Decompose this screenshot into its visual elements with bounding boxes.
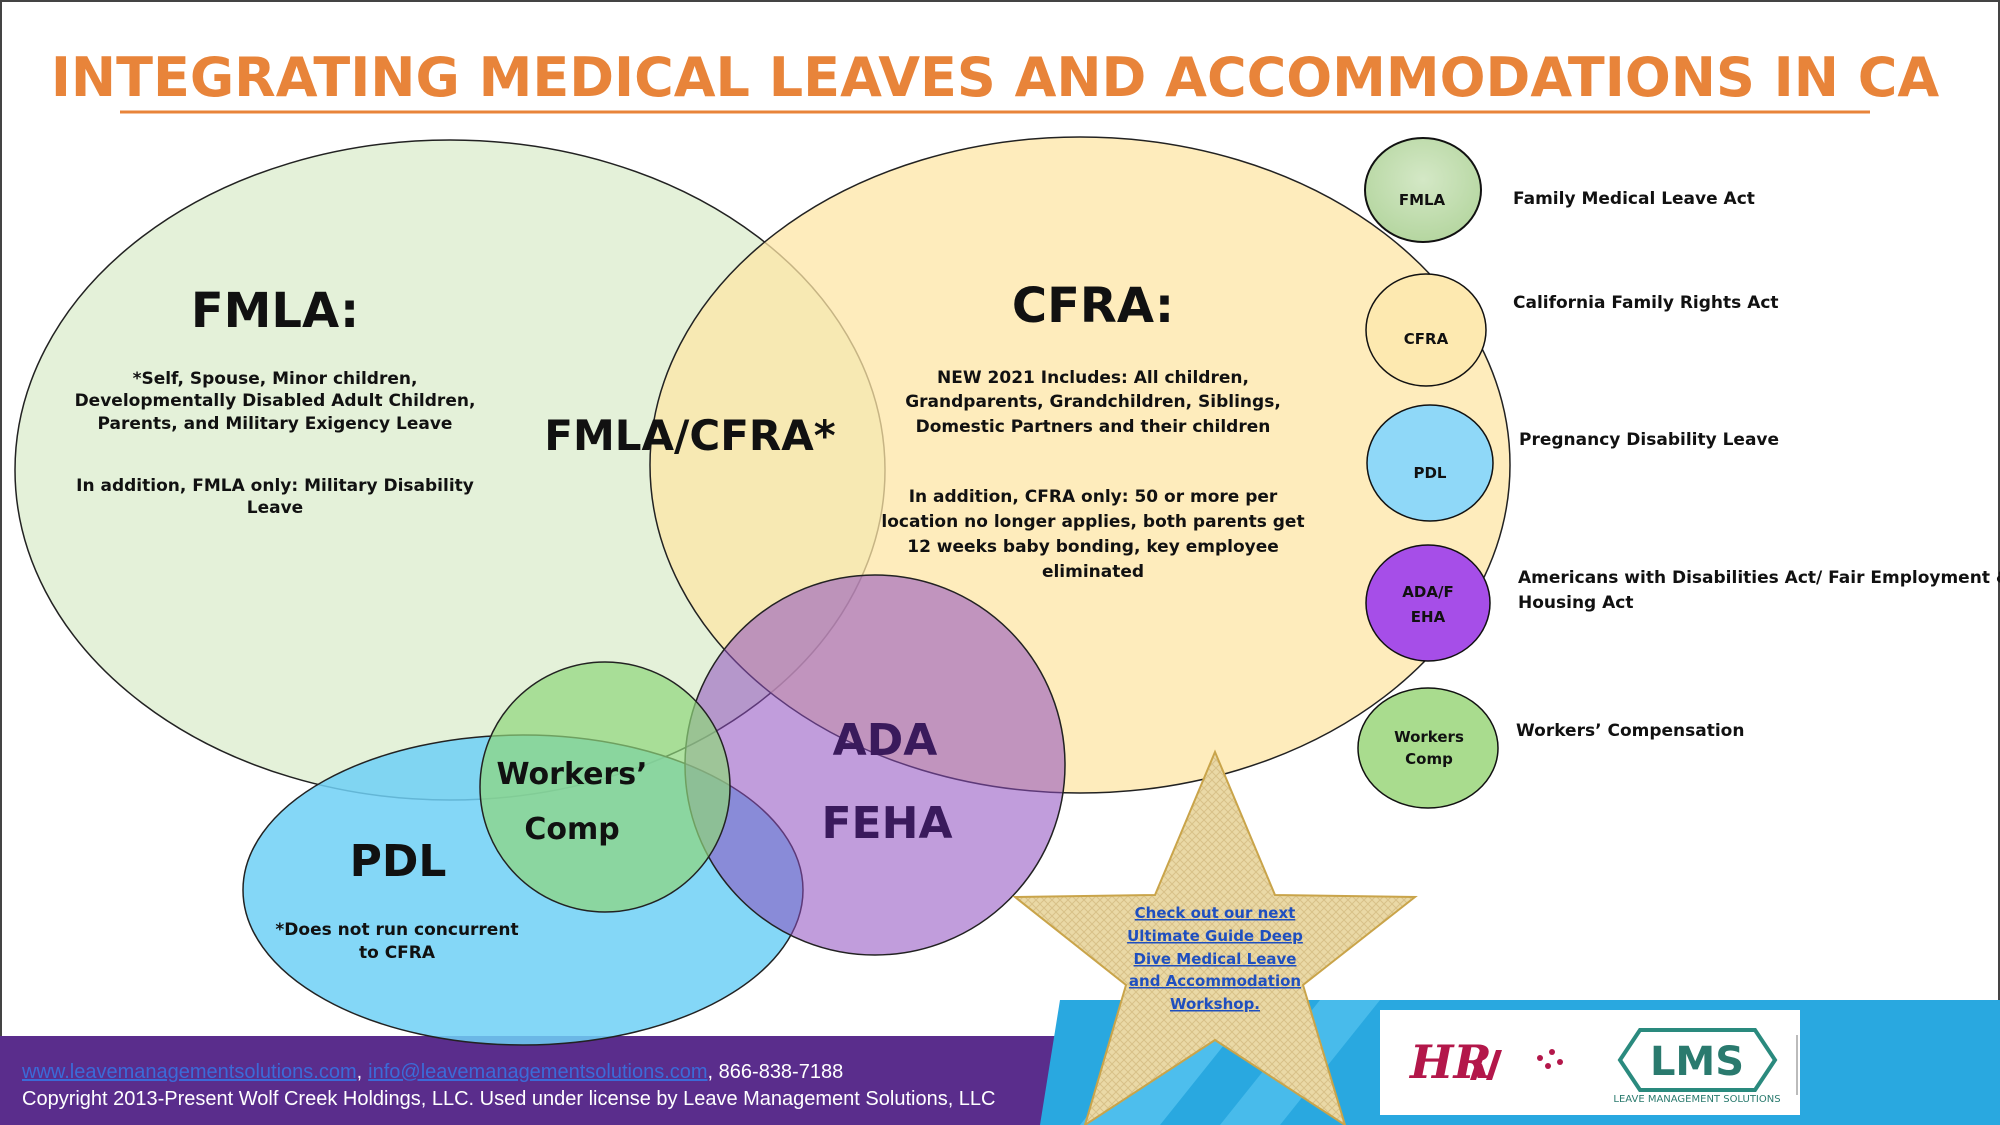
- lms-logo-subtitle: LEAVE MANAGEMENT SOLUTIONS: [1613, 1094, 1780, 1105]
- pdl-heading: PDL: [350, 836, 447, 887]
- lms-logo: LMS LEAVE MANAGEMENT SOLUTIONS: [1613, 1028, 1781, 1105]
- legend-pdl-abbr: PDL: [1413, 464, 1446, 482]
- ada-label: ADA: [833, 715, 938, 766]
- legend-workers-abbr-2: Comp: [1405, 750, 1453, 768]
- legend-workers-abbr-1: Workers: [1394, 728, 1464, 746]
- lms-logo-text: LMS: [1650, 1039, 1744, 1085]
- legend-workers-circle: [1357, 687, 1499, 809]
- fmla-heading: FMLA:: [191, 283, 359, 339]
- fmla-text-3: Parents, and Military Exigency Leave: [98, 414, 453, 434]
- email-link[interactable]: info@leavemanagementsolutions.com: [368, 1061, 707, 1083]
- pdl-note-1: *Does not run concurrent: [275, 920, 518, 940]
- workshop-link-3[interactable]: Dive Medical Leave: [1134, 950, 1297, 968]
- cfra-text-6: 12 weeks baby bonding, key employee: [907, 537, 1279, 557]
- workshop-link-2[interactable]: Ultimate Guide Deep: [1127, 927, 1303, 945]
- website-link[interactable]: www.leavemanagementsolutions.com: [21, 1061, 357, 1083]
- legend-ada-label-1: Americans with Disabilities Act/ Fair Em…: [1518, 568, 2000, 588]
- phone-number: , 866-838-7188: [708, 1061, 844, 1083]
- fmla-text-2: Developmentally Disabled Adult Children,: [75, 391, 476, 411]
- fmla-text-5: Leave: [247, 498, 303, 518]
- cfra-text-3: Domestic Partners and their children: [916, 417, 1271, 437]
- workshop-link-4[interactable]: and Accommodation: [1129, 972, 1301, 990]
- workshop-star[interactable]: Check out our next Ultimate Guide Deep D…: [1012, 749, 1418, 1125]
- footer-contact: www.leavemanagementsolutions.com,info@le…: [21, 1061, 843, 1083]
- star-icon: [1012, 749, 1418, 1125]
- fmla-text-4: In addition, FMLA only: Military Disabil…: [76, 476, 474, 496]
- legend-fmla-circle: [1364, 137, 1482, 243]
- page-title: INTEGRATING MEDICAL LEAVES AND ACCOMMODA…: [51, 46, 1940, 109]
- legend-cfra-abbr: CFRA: [1404, 330, 1449, 348]
- legend: FMLA Family Medical Leave Act CFRA Calif…: [1357, 137, 2000, 809]
- cfra-text-4: In addition, CFRA only: 50 or more per: [909, 487, 1278, 507]
- cfra-text-5: location no longer applies, both parents…: [881, 512, 1304, 532]
- legend-fmla-label: Family Medical Leave Act: [1513, 189, 1755, 209]
- legend-ada-label-2: Housing Act: [1518, 593, 1634, 613]
- legend-ada-circle: [1365, 544, 1491, 662]
- cfra-text-7: eliminated: [1042, 562, 1144, 582]
- workshop-link-5[interactable]: Workshop.: [1170, 995, 1260, 1013]
- workers-comp-circle: [479, 661, 731, 913]
- legend-cfra-circle: [1365, 273, 1487, 387]
- hr-logo: HR: [1408, 1035, 1563, 1089]
- legend-workers-label: Workers’ Compensation: [1516, 721, 1744, 741]
- cfra-text-1: NEW 2021 Includes: All children,: [937, 368, 1249, 388]
- legend-fmla-abbr: FMLA: [1399, 191, 1446, 209]
- workshop-link-1[interactable]: Check out our next: [1135, 904, 1296, 922]
- fmla-text-1: *Self, Spouse, Minor children,: [133, 369, 418, 389]
- legend-cfra-label: California Family Rights Act: [1513, 293, 1779, 313]
- feha-label: FEHA: [822, 798, 953, 849]
- copyright: Copyright 2013-Present Wolf Creek Holdin…: [22, 1088, 996, 1110]
- legend-ada-abbr-2: EHA: [1411, 608, 1446, 626]
- fmla-cfra-overlap-label: FMLA/CFRA*: [544, 411, 835, 460]
- pdl-note-2: to CFRA: [359, 943, 436, 963]
- legend-pdl-label: Pregnancy Disability Leave: [1519, 430, 1779, 450]
- legend-pdl-circle: [1366, 404, 1494, 522]
- cfra-text-2: Grandparents, Grandchildren, Siblings,: [905, 392, 1281, 412]
- cfra-heading: CFRA:: [1012, 278, 1174, 334]
- workers-comp-label-1: Workers’: [497, 757, 648, 792]
- legend-ada-abbr-1: ADA/F: [1402, 583, 1453, 601]
- workers-comp-label-2: Comp: [524, 812, 619, 847]
